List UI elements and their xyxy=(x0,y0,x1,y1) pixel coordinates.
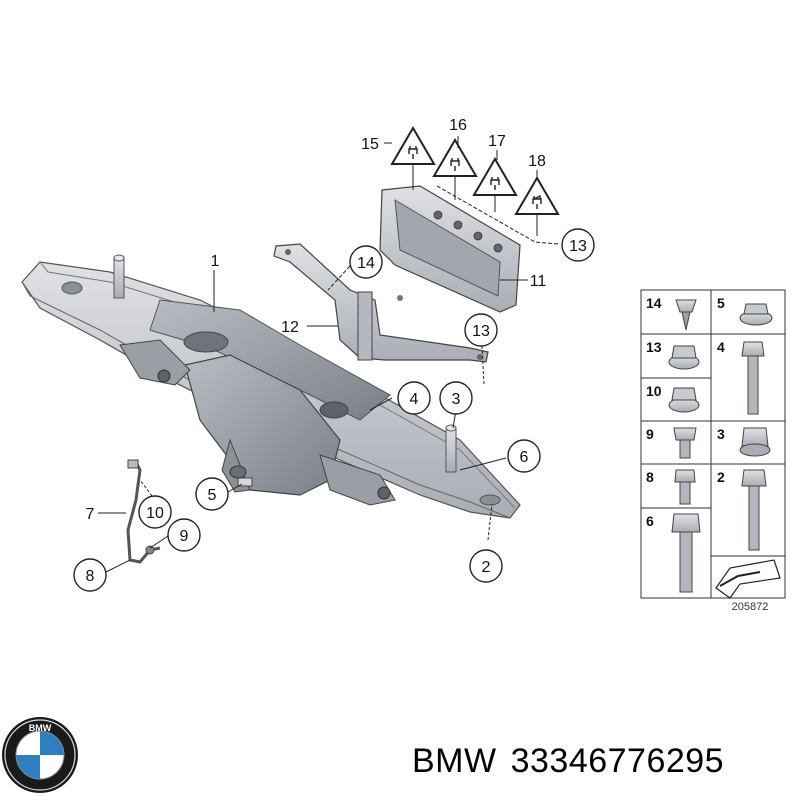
flange-bolt-icon xyxy=(671,513,701,593)
direction-arrow-icon xyxy=(715,559,781,599)
plug-icon xyxy=(490,177,500,190)
legend-label-6: 6 xyxy=(646,513,654,529)
logo-lettering: BMW xyxy=(29,723,52,733)
legend-label-3: 3 xyxy=(717,426,725,442)
part-number: 33346776295 xyxy=(510,742,725,780)
warning-triangles xyxy=(390,126,560,215)
differential-housing xyxy=(119,339,396,506)
callout-11: 11 xyxy=(530,273,547,290)
legend-label-13: 13 xyxy=(646,339,662,355)
hex-nut-icon xyxy=(668,345,700,370)
callout-13-mid: 13 xyxy=(472,323,490,340)
leader-lines xyxy=(98,136,559,573)
flange-nut-icon xyxy=(739,303,773,326)
brand-name: BMW xyxy=(412,742,497,780)
push-clip-icon xyxy=(675,299,697,331)
part-caption: BMW 33346776295 xyxy=(412,742,792,786)
callout-5: 5 xyxy=(208,487,217,504)
callout-9: 9 xyxy=(180,528,189,545)
callout-17: 17 xyxy=(488,133,506,150)
callout-12: 12 xyxy=(281,319,299,336)
callout-6: 6 xyxy=(520,449,529,466)
callout-14: 14 xyxy=(357,255,375,272)
bmw-logo: BMW xyxy=(2,717,78,793)
legend-label-9: 9 xyxy=(646,426,654,442)
callout-1: 1 xyxy=(211,253,220,270)
callout-2: 2 xyxy=(482,559,491,576)
plug-icon xyxy=(408,146,418,159)
callout-18: 18 xyxy=(528,153,546,170)
plug-icon xyxy=(532,194,542,209)
legend-label-10: 10 xyxy=(646,383,662,399)
callout-13-top: 13 xyxy=(569,238,587,255)
hex-bolt-icon xyxy=(741,341,765,415)
self-locking-nut-icon xyxy=(668,387,700,413)
legend-label-5: 5 xyxy=(717,295,725,311)
legend-label-2: 2 xyxy=(717,469,725,485)
callout-8: 8 xyxy=(86,568,95,585)
callouts: 1 15 16 17 18 13 11 14 12 13 4 3 6 5 2 7… xyxy=(73,117,595,592)
collar-nut-icon xyxy=(739,427,771,457)
legend-label-4: 4 xyxy=(717,339,725,355)
fastener-legend: 14 5 13 4 10 9 3 8 2 6 xyxy=(640,289,786,613)
legend-label-14: 14 xyxy=(646,295,662,311)
catalog-number: 205872 xyxy=(732,601,769,613)
callout-4: 4 xyxy=(410,391,419,408)
long-bolt-icon xyxy=(741,469,767,551)
callout-15: 15 xyxy=(361,136,379,153)
mounting-bracket xyxy=(273,243,489,363)
control-unit xyxy=(379,185,521,313)
callout-10: 10 xyxy=(146,505,164,522)
callout-7: 7 xyxy=(86,506,95,523)
short-bolt-icon xyxy=(674,469,696,505)
legend-label-8: 8 xyxy=(646,469,654,485)
callout-3: 3 xyxy=(452,391,461,408)
callout-16: 16 xyxy=(449,117,467,134)
plug-icon xyxy=(450,158,460,171)
sensor-cable xyxy=(126,459,161,564)
socket-screw-icon xyxy=(673,427,697,459)
